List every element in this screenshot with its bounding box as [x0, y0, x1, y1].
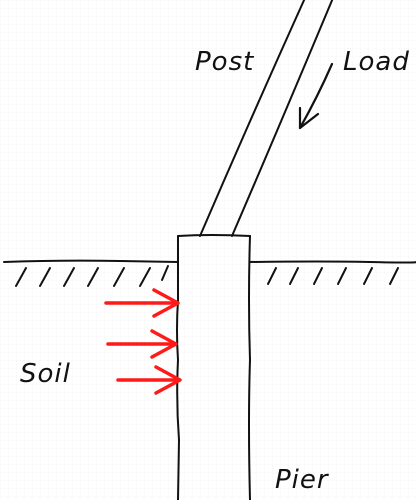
- load-arrow: [298, 62, 334, 130]
- soil-pressure-arrows: [104, 288, 182, 395]
- soil-pressure-arrow: [106, 329, 178, 359]
- pier: [176, 234, 252, 500]
- ground-line-right: [249, 260, 416, 285]
- soil-pressure-arrow: [116, 365, 182, 395]
- soil-pressure-arrow: [104, 288, 180, 318]
- load-label: Load: [343, 47, 410, 77]
- post-label: Post: [195, 47, 254, 77]
- ground-line-left: [3, 259, 180, 287]
- post: [199, 0, 334, 237]
- pier-label: Pier: [275, 465, 330, 495]
- soil-label: Soil: [20, 359, 71, 389]
